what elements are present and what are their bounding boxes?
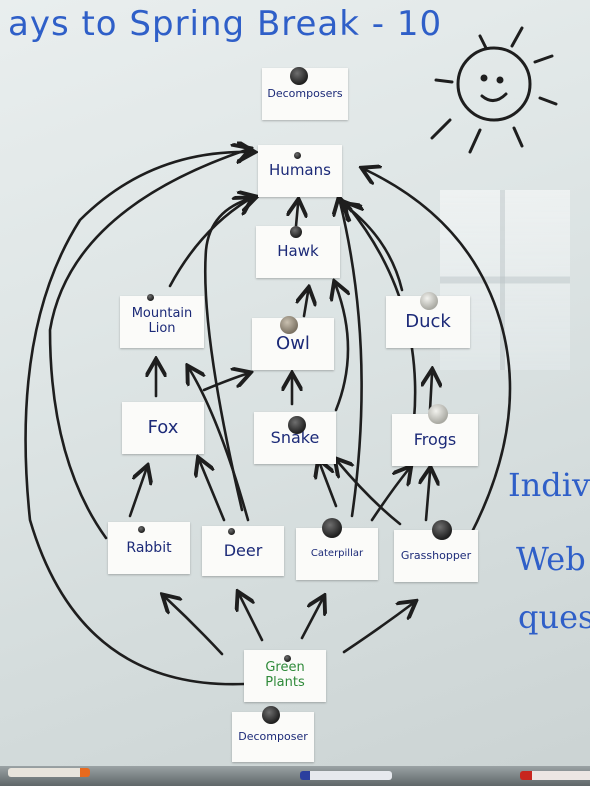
arrow-grasshopper-snake [338, 462, 402, 526]
card-rabbit: Rabbit [108, 522, 190, 574]
card-label: Humans [269, 161, 331, 180]
arrow-snake-hawk [336, 286, 348, 412]
card-label: Owl [276, 332, 310, 354]
arrow-grasshopper-humans [366, 170, 512, 538]
arrow-deer-humans [203, 198, 252, 512]
magnet-icon [290, 67, 308, 85]
card-label: Duck [405, 310, 451, 332]
arrow-deer-lion [190, 370, 250, 522]
magnet-icon [284, 655, 291, 662]
magnet-icon [294, 152, 301, 159]
red-marker-icon [520, 771, 590, 780]
arrow-deer-fox [200, 462, 226, 522]
arrow-fox-owl [202, 374, 246, 392]
marker-tray [0, 766, 590, 786]
card-label: Decomposer [238, 729, 308, 743]
card-label: Hawk [277, 242, 319, 261]
card-deer: Deer [202, 526, 284, 576]
card-label: Snake [270, 427, 320, 447]
card-label: Decomposers [267, 86, 343, 100]
magnet-icon [322, 518, 342, 538]
card-label: Grasshopper [400, 548, 472, 562]
blue-marker-icon [300, 771, 392, 780]
card-label: Green Plants [265, 660, 305, 690]
arrow-rabbit-humans [48, 150, 246, 540]
magnet-icon [280, 316, 298, 334]
side-note-line-2: Web [516, 540, 586, 578]
card-frogs: Frogs [392, 414, 478, 466]
magnet-icon [288, 416, 306, 434]
magnet-icon [290, 226, 302, 238]
arrow-plants-deer [240, 596, 264, 642]
arrow-plants-grasshopper [342, 604, 412, 654]
orange-marker-icon [8, 768, 90, 777]
arrow-owl-hawk [304, 292, 308, 318]
arrow-snake-humans [340, 202, 363, 518]
magnet-icon [138, 526, 145, 533]
arrow-plants-rabbit [166, 598, 224, 656]
card-label: Mountain Lion [131, 306, 193, 336]
board-title: ays to Spring Break - 10 [8, 4, 443, 44]
arrow-hawk-humans [296, 204, 298, 228]
arrow-grasshopper-frogs [426, 472, 430, 522]
card-mountain-lion: Mountain Lion [120, 296, 204, 348]
arrow-caterpillar-frogs [370, 470, 408, 522]
magnet-icon [147, 294, 154, 301]
card-label: Deer [223, 540, 263, 560]
arrow-lion-humans [168, 200, 248, 288]
magnet-icon [262, 706, 280, 724]
arrow-frogs-duck [430, 374, 432, 412]
magnet-icon [420, 292, 438, 310]
side-note-line-1: Indiv [508, 466, 590, 504]
arrow-caterpillar-snake [320, 464, 338, 508]
arrow-duck-humans [346, 206, 404, 292]
card-label: Caterpillar [310, 548, 364, 560]
magnet-icon [428, 404, 448, 424]
arrow-rabbit-fox [128, 470, 146, 518]
card-label: Fox [147, 416, 179, 438]
side-note-line-3: ques [518, 598, 590, 636]
arrow-plants-humans [24, 152, 250, 686]
card-label: Frogs [413, 429, 457, 449]
magnet-icon [228, 528, 235, 535]
arrow-plants-caterpillar [300, 600, 322, 640]
card-fox: Fox [122, 402, 204, 454]
card-label: Rabbit [126, 539, 172, 556]
magnet-icon [432, 520, 452, 540]
card-grasshopper: Grasshopper [394, 530, 478, 582]
card-green-plants: Green Plants [244, 650, 326, 702]
